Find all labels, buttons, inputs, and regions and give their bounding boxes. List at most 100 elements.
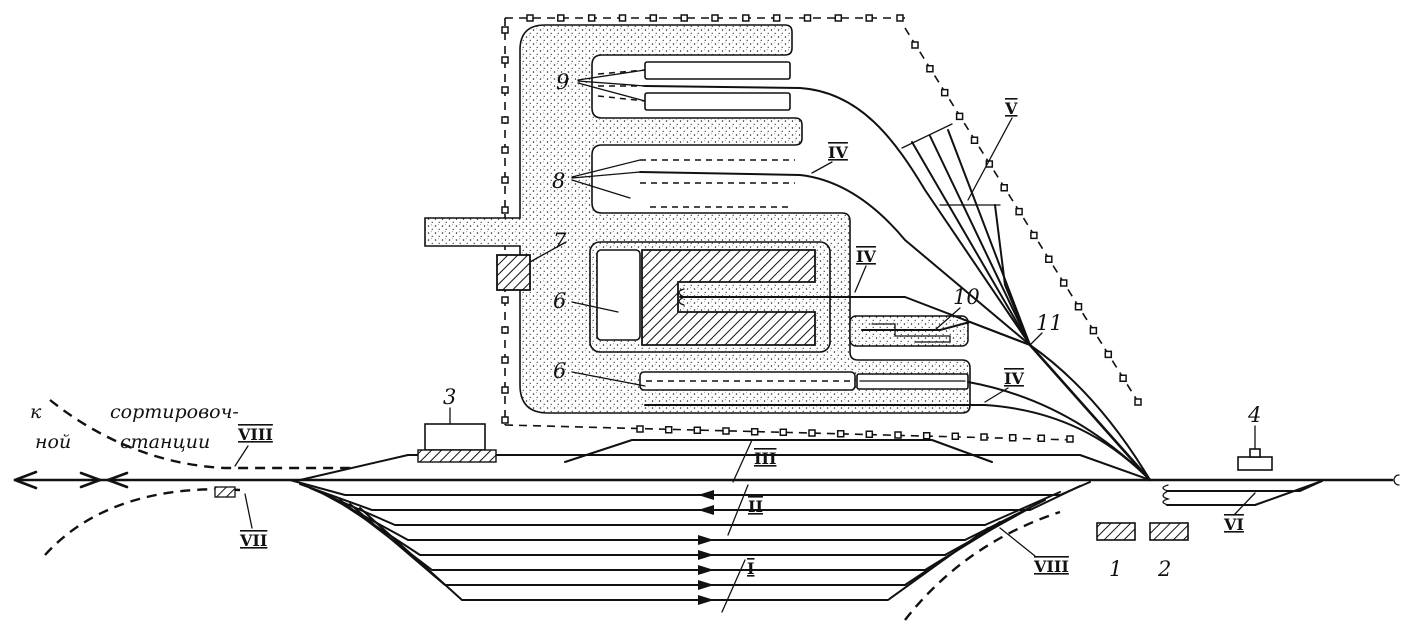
track-iii <box>299 454 1151 481</box>
leader-viii-left <box>234 445 249 467</box>
direction-sorting: сортировоч- <box>110 401 239 423</box>
arrow-left-inner <box>106 471 129 489</box>
leader-7 <box>529 241 567 263</box>
leader-iv-top <box>811 161 833 174</box>
building-4-top <box>1249 448 1261 458</box>
label-vi: VI <box>1223 515 1244 534</box>
object-10-shape <box>871 323 951 343</box>
platform-9-lower <box>644 92 791 111</box>
bottom-freight-tracks <box>571 371 1151 481</box>
fence-diagonal <box>904 27 1141 406</box>
number-7: 7 <box>553 229 567 253</box>
label-viii-right: VIII <box>1033 557 1069 576</box>
freight-area-fence <box>501 14 1142 443</box>
leader-9 <box>577 69 646 102</box>
road-area <box>424 24 971 414</box>
track-i-2 <box>319 491 1046 541</box>
warehouse-building <box>641 249 816 346</box>
track-i-1 <box>309 487 1061 526</box>
track-group-10 <box>861 307 1043 346</box>
fence-posts <box>501 14 1142 443</box>
station-yard-upper <box>299 439 1151 483</box>
right-yard-vi <box>1162 425 1323 516</box>
platform-9-upper <box>644 61 791 80</box>
label-i: I <box>747 559 754 578</box>
connection-to-sorting-station <box>49 399 355 470</box>
arrow-right <box>79 471 102 489</box>
object-numbers: 9 8 7 6 6 10 11 3 4 1 2 <box>443 70 1261 581</box>
post-vii <box>214 486 236 498</box>
label-iv-middle: IV <box>856 247 876 266</box>
arrow-left-outer <box>13 470 38 490</box>
number-6-top: 6 <box>553 289 566 313</box>
leader-10 <box>934 307 961 331</box>
main-line-group <box>13 399 1400 621</box>
number-8: 8 <box>552 169 565 193</box>
track-9 <box>644 85 1031 346</box>
label-ii: II <box>748 497 763 516</box>
direction-station: станции <box>120 431 210 453</box>
leader-6-bottom <box>571 371 646 387</box>
leader-vi <box>1233 492 1256 516</box>
track-v-4 <box>994 204 1031 346</box>
label-vii-left: VII <box>239 531 267 550</box>
direction-arrows <box>698 490 714 605</box>
track-fan-v <box>901 117 1152 482</box>
platform-track <box>967 381 1151 481</box>
station-building-3 <box>417 407 497 463</box>
label-iii: III <box>754 449 776 468</box>
connection-lower-right <box>904 510 1061 621</box>
label-v: V <box>1004 99 1018 118</box>
warehouse-track-bumper <box>678 288 686 306</box>
direction-to: к <box>30 401 42 423</box>
freight-lead-track-2 <box>1029 344 1151 481</box>
leader-iii <box>732 439 753 483</box>
leader-8 <box>571 159 641 199</box>
direction-sorting-end: ной <box>35 431 71 453</box>
track-vi-bumpers <box>1162 484 1171 506</box>
track-v-3 <box>947 129 1031 346</box>
connection-lower-left <box>44 488 241 556</box>
building-3-platform <box>417 449 497 463</box>
track-8-approach <box>639 171 1031 346</box>
number-3: 3 <box>443 385 456 409</box>
track-v-1 <box>911 141 1031 346</box>
track-labels: V IV IV IV VIII VII III II I VIII VI <box>237 99 1244 578</box>
track-i-6 <box>359 507 989 601</box>
direction-label: к сортировоч- ной станции <box>30 401 239 453</box>
number-2: 2 <box>1157 557 1171 581</box>
track-group-9 <box>577 61 1031 346</box>
label-iv-bottom: IV <box>1004 369 1024 388</box>
number-6-bottom: 6 <box>553 359 566 383</box>
label-iv-top: IV <box>828 143 848 162</box>
track-9-dashed-ends <box>597 69 646 102</box>
leader-6-top <box>571 301 619 313</box>
track-group-8 <box>571 159 1031 346</box>
leader-iv-middle <box>854 265 867 293</box>
leader-i <box>721 559 746 613</box>
building-7 <box>496 254 531 291</box>
main-line-end-stop <box>1393 474 1400 486</box>
number-11: 11 <box>1036 311 1063 335</box>
track-bow-top <box>564 439 993 463</box>
label-viii-left: VIII <box>237 425 273 444</box>
fence-bottom <box>504 424 1076 441</box>
station-yard-lower <box>289 479 1091 613</box>
freight-area-roads <box>424 24 971 414</box>
track-v-2 <box>929 135 1031 346</box>
warehouse-open-area <box>596 249 641 341</box>
track-ii-2 <box>299 483 1081 511</box>
track-10 <box>861 321 1031 346</box>
track-v-end-bar <box>901 123 953 149</box>
building-2 <box>1149 522 1189 541</box>
number-4: 4 <box>1247 403 1261 427</box>
leader-ii <box>727 484 749 536</box>
track-i-5 <box>349 503 1001 586</box>
leader-iv-bottom <box>984 387 1009 403</box>
leader-v <box>967 117 1013 201</box>
leader-vii-left <box>244 493 253 529</box>
track-vi-2 <box>1166 480 1323 506</box>
number-9: 9 <box>556 70 569 94</box>
leader-11 <box>1029 332 1043 346</box>
